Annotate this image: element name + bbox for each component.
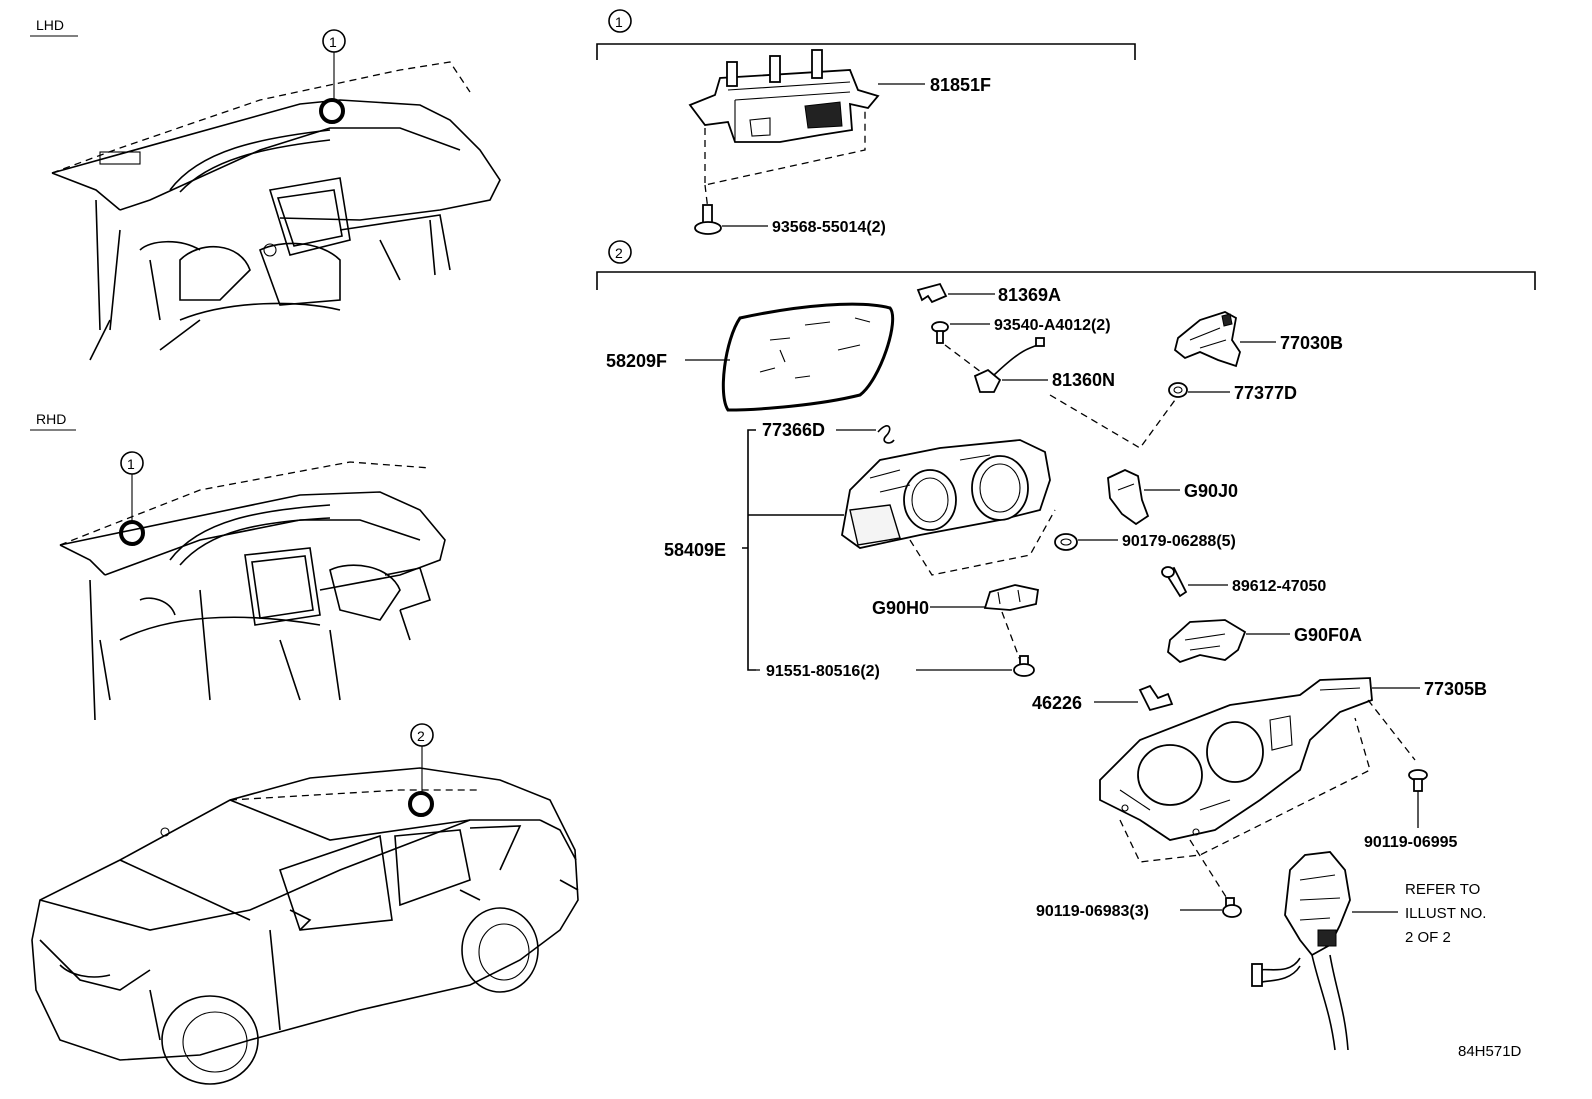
lhd-label: LHD bbox=[36, 17, 64, 33]
part-77377D-nut bbox=[1168, 382, 1188, 398]
part-58209F-gasket bbox=[721, 302, 895, 412]
refer-note-line-3: 2 OF 2 bbox=[1405, 929, 1451, 946]
part-label-81369A: 81369A bbox=[998, 285, 1061, 305]
part-90119-06995-screw bbox=[1408, 769, 1428, 828]
location-marker-lhd bbox=[319, 98, 345, 124]
part-90119-06983-screw bbox=[1222, 897, 1242, 918]
group-2-bracket bbox=[596, 271, 1536, 290]
part-77305B-panel bbox=[1099, 677, 1373, 841]
part-93568-bolt bbox=[694, 204, 722, 235]
part-label-89612-47050: 89612-47050 bbox=[1232, 578, 1326, 595]
part-label-G90J0: G90J0 bbox=[1184, 481, 1238, 501]
group-1-marker bbox=[608, 9, 632, 33]
part-label-81360N: 81360N bbox=[1052, 370, 1115, 390]
shift-lever-assembly bbox=[1251, 851, 1351, 1051]
rhd-dashboard-view: RHD 1 bbox=[30, 411, 446, 721]
refer-note-line-2: ILLUST NO. bbox=[1405, 905, 1486, 922]
callout-1-number-rhd: 1 bbox=[127, 456, 135, 472]
part-label-58409E: 58409E bbox=[664, 540, 726, 560]
part-89612-sensor bbox=[1161, 566, 1188, 598]
callout-1-number: 1 bbox=[329, 34, 337, 50]
part-81851F-module bbox=[688, 49, 880, 143]
location-marker-rhd bbox=[119, 520, 145, 546]
part-81369A-clip bbox=[916, 282, 948, 304]
part-label-90119-06983: 90119-06983(3) bbox=[1036, 903, 1149, 920]
part-81360N-socket bbox=[973, 337, 1045, 393]
refer-note-line-1: REFER TO bbox=[1405, 881, 1480, 898]
part-G90H0-bracket bbox=[983, 584, 1040, 611]
part-label-G90F0A: G90F0A bbox=[1294, 625, 1362, 645]
part-G90J0-bracket bbox=[1107, 469, 1150, 526]
part-90179-nut bbox=[1054, 533, 1078, 551]
group-1-number: 1 bbox=[615, 14, 623, 30]
part-77030B-bracket bbox=[1173, 311, 1241, 368]
part-93540-screw bbox=[931, 321, 949, 344]
part-label-46226: 46226 bbox=[1032, 693, 1082, 713]
part-label-93540-A4012: 93540-A4012(2) bbox=[994, 317, 1111, 334]
part-label-G90H0: G90H0 bbox=[872, 598, 929, 618]
group-2: 2 81369A 93540-A4012(2) 81360N 77030B bbox=[596, 240, 1536, 1051]
part-91551-screw bbox=[1013, 655, 1035, 677]
lhd-dashboard-view: LHD 1 bbox=[30, 17, 501, 361]
group-1-bracket bbox=[596, 43, 1136, 60]
part-label-77377D: 77377D bbox=[1234, 383, 1297, 403]
part-G90F0A-bracket bbox=[1167, 619, 1247, 664]
part-label-90119-06995: 90119-06995 bbox=[1364, 834, 1458, 851]
part-46226-clip bbox=[1138, 684, 1174, 712]
part-58409E-housing bbox=[841, 439, 1051, 549]
part-label-81851F: 81851F bbox=[930, 75, 991, 95]
part-label-91551-80516: 91551-80516(2) bbox=[766, 663, 880, 680]
group-1: 1 81851F 93568-55014(2) bbox=[596, 9, 1136, 236]
part-label-58209F: 58209F bbox=[606, 351, 667, 371]
callout-2-number: 2 bbox=[417, 728, 425, 744]
illustration-id: 84H571D bbox=[1458, 1043, 1522, 1060]
group-2-marker bbox=[608, 240, 632, 264]
location-marker-vehicle bbox=[408, 791, 434, 817]
part-label-93568-55014: 93568-55014(2) bbox=[772, 219, 886, 236]
part-label-77305B: 77305B bbox=[1424, 679, 1487, 699]
part-label-77030B: 77030B bbox=[1280, 333, 1343, 353]
part-label-77366D: 77366D bbox=[762, 420, 825, 440]
part-77366D-spring bbox=[877, 425, 895, 444]
rhd-label: RHD bbox=[36, 411, 66, 427]
vehicle-view: 2 bbox=[31, 723, 579, 1085]
part-label-90179-06288: 90179-06288(5) bbox=[1122, 533, 1236, 550]
group-2-number: 2 bbox=[615, 245, 623, 261]
